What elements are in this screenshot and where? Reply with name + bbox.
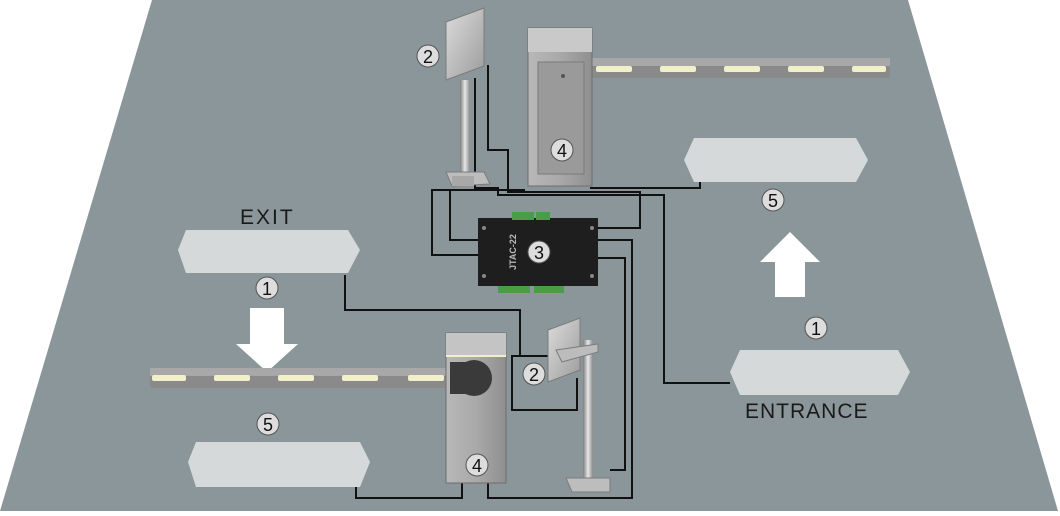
exit-display-pad	[188, 442, 370, 487]
svg-text:1: 1	[262, 279, 272, 299]
exit-card-reader	[547, 317, 611, 493]
entrance-arm-stripes	[596, 66, 886, 72]
marker-gate-exit: 4	[465, 453, 489, 477]
svg-text:2: 2	[529, 365, 539, 385]
entrance-loop-pad	[730, 350, 910, 395]
marker-controller: 3	[527, 240, 551, 264]
marker-reader-exit: 2	[522, 362, 546, 386]
controller-model-label: JTAC-22	[508, 234, 518, 270]
exit-label: EXIT	[240, 206, 295, 229]
marker-reader-entrance: 2	[416, 44, 440, 68]
exit-arrow-icon	[236, 308, 298, 372]
wiring	[344, 65, 730, 499]
marker-loop-exit: 1	[255, 276, 279, 300]
marker-display-exit: 5	[256, 412, 280, 436]
exit-arm-stripes	[152, 375, 444, 381]
entrance-card-reader	[445, 7, 491, 187]
marker-loop-entrance: 1	[804, 316, 828, 340]
svg-text:5: 5	[263, 415, 273, 435]
exit-loop-pad	[178, 230, 360, 273]
entrance-label: ENTRANCE	[745, 400, 869, 423]
svg-text:2: 2	[423, 47, 433, 67]
svg-text:1: 1	[811, 319, 821, 339]
exit-barrier-arm	[150, 368, 450, 388]
svg-text:3: 3	[534, 243, 544, 263]
marker-gate-entrance: 4	[550, 138, 574, 162]
svg-text:4: 4	[557, 141, 567, 161]
entrance-barrier-gate	[527, 27, 593, 187]
entrance-arrow-icon	[760, 232, 820, 297]
entrance-display-pad	[684, 138, 868, 182]
entrance-barrier-arm	[590, 58, 890, 78]
svg-text:4: 4	[472, 456, 482, 476]
svg-text:5: 5	[768, 191, 778, 211]
marker-display-entrance: 5	[761, 188, 785, 212]
